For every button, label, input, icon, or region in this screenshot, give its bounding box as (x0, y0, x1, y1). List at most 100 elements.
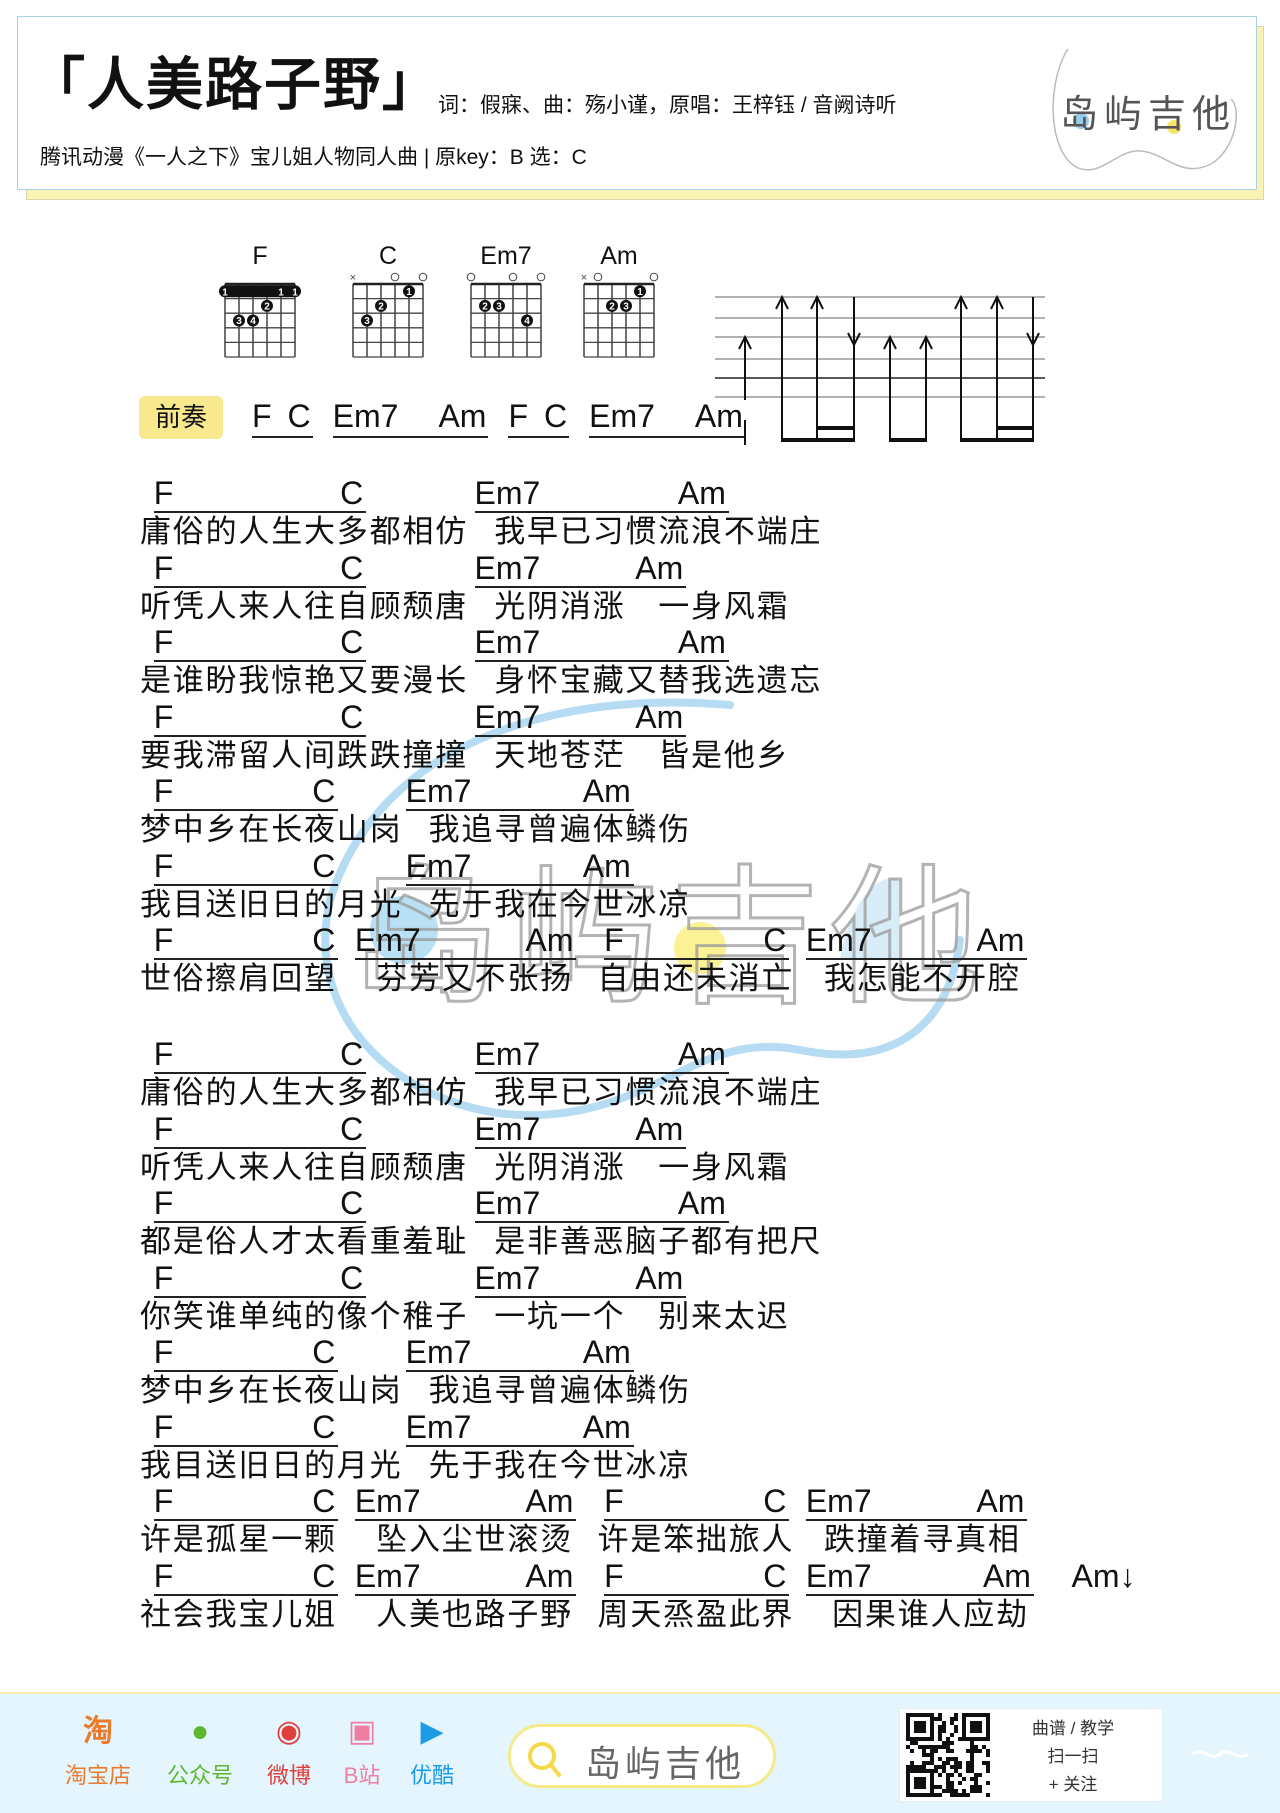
chord-label: F (153, 1334, 174, 1370)
chord-underline (405, 1444, 634, 1447)
svg-text:1: 1 (292, 287, 298, 298)
footer-icon: ▶ (420, 1715, 444, 1748)
svg-text:2: 2 (609, 302, 615, 313)
chord-label: C (312, 1334, 336, 1370)
lyric-text: 梦中乡在长夜山岗 (140, 1373, 403, 1408)
chord-label: Am↓ (1071, 1557, 1136, 1594)
footer-icon: ▣ (347, 1715, 377, 1748)
strum-down-arrow (1026, 297, 1040, 362)
svg-text:1: 1 (637, 287, 643, 298)
chord-underline (153, 1146, 367, 1149)
chord-underline (805, 1519, 1028, 1521)
chord-label: F (153, 1483, 174, 1519)
strum-up-arrow (738, 334, 752, 400)
lyric-text: 先于我在今世冰凉 (428, 886, 692, 922)
chord-label: Am (976, 922, 1025, 958)
chord-underline (153, 883, 339, 886)
lyric-text: 我早已习惯流浪不端庄 (494, 1075, 823, 1110)
chord-label: Em7 (405, 773, 472, 809)
chord-label: C (340, 549, 364, 586)
strum-up-arrow (954, 294, 968, 362)
chord-label: C (763, 1557, 787, 1594)
lyric-text: 许是笨拙旅人 (597, 1522, 795, 1557)
chord-label: F (153, 1557, 174, 1594)
strum-up-arrow (883, 334, 897, 362)
chord-label: C (340, 1110, 364, 1147)
footer-icon: 淘 (83, 1715, 113, 1748)
chord-label: Em7 (474, 549, 541, 586)
chord-label: C (340, 1036, 364, 1072)
chord-underline (474, 1146, 687, 1149)
chord-label: Em7 (405, 847, 472, 884)
search-box[interactable]: 岛屿吉他 (508, 1724, 776, 1788)
chord-label: Am (635, 1110, 684, 1147)
lyric-text: 是非善恶脑子都有把尺 (494, 1224, 823, 1259)
footer-icon: ● (190, 1715, 210, 1748)
chord-underline (153, 1444, 339, 1447)
footer-link-0[interactable]: 淘淘宝店 (63, 1712, 133, 1790)
svg-text:3: 3 (623, 302, 629, 313)
chord-underline (405, 809, 634, 811)
chord-label: Am (677, 475, 726, 511)
chord-underline (474, 1295, 687, 1298)
lyric-text: 许是孤星一颗 (140, 1522, 337, 1557)
lyric-text: 要我滞留人间跌跌撞撞 (140, 737, 468, 773)
chord-underline (153, 809, 339, 811)
chord-label: Em7 (474, 698, 541, 735)
lyric-text: 你笑谁单纯的像个稚子 (140, 1298, 468, 1334)
chord-label: C (340, 475, 364, 511)
footer-link-2[interactable]: ◉ 微博 (254, 1712, 324, 1790)
chord-underline (354, 1519, 577, 1521)
lyric-text: 光阴消涨 一身风霜 (494, 1149, 790, 1185)
footer-link-3[interactable]: ▣B站 (327, 1712, 397, 1790)
footer-link-4[interactable]: ▶优酷 (397, 1712, 467, 1790)
chord-label: F (153, 773, 174, 809)
chord-underline (153, 1221, 367, 1223)
search-text: 岛屿吉他 (585, 1743, 746, 1784)
intro-chord: Em7 (589, 398, 655, 434)
chord-diagram-name: Em7 (480, 242, 532, 270)
chord-label: Em7 (474, 1110, 541, 1147)
footer-icon: ◉ (275, 1715, 303, 1748)
footer-label: 微博 (266, 1763, 311, 1788)
chord-label: F (153, 698, 174, 735)
qr-line-3: + 关注 (1048, 1775, 1098, 1794)
chord-label: F (604, 1483, 624, 1519)
lyric-text: 梦中乡在长夜山岗 (140, 812, 403, 847)
chord-label: Em7 (354, 922, 421, 958)
chord-label: C (340, 698, 364, 735)
lyric-text: 坠入尘世滚烫 (376, 1522, 573, 1557)
chord-label: C (312, 1483, 336, 1519)
chord-underline (354, 958, 577, 960)
svg-text:1: 1 (222, 287, 228, 298)
chord-underline (604, 1593, 790, 1596)
intro-chord: Am (438, 398, 487, 434)
lyric-text: 跌撞着寻真相 (823, 1522, 1021, 1557)
chord-label: Em7 (474, 1185, 541, 1221)
chord-label: Em7 (354, 1557, 421, 1594)
chord-underline (153, 1370, 339, 1372)
chord-label: C (312, 847, 336, 884)
footer-link-1[interactable]: ●公众号 (165, 1712, 235, 1790)
chord-underline (405, 883, 634, 886)
chord-label: Am (582, 1334, 631, 1370)
chord-label: C (312, 773, 336, 809)
qr-code[interactable] (906, 1713, 990, 1797)
wave-decoration (1191, 1750, 1249, 1758)
lyric-text: 我目送旧日的月光 (140, 886, 403, 922)
chord-label: F (153, 847, 174, 884)
lyric-text: 我早已习惯流浪不端庄 (494, 514, 823, 549)
song-title: 「人美路子野」 (28, 53, 441, 117)
chord-label: Am (677, 624, 726, 660)
chord-label: C (312, 1557, 336, 1594)
chord-label: F (153, 922, 174, 958)
